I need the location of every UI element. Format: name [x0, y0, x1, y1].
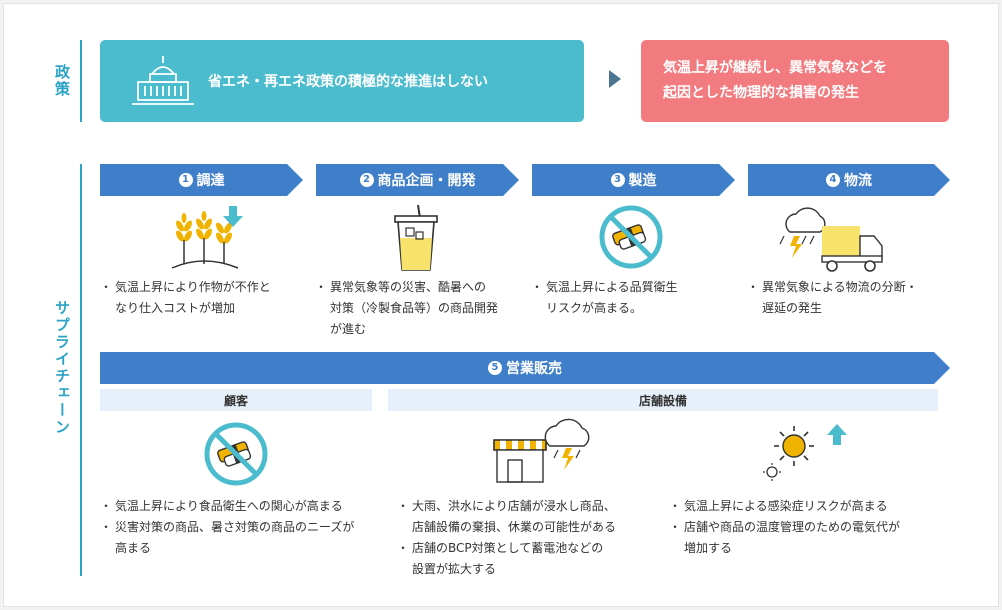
policy-box: 省エネ・再エネ政策の積極的な推進はしない	[100, 40, 584, 122]
sun-icon	[763, 426, 814, 481]
policy-arrow	[609, 70, 621, 88]
list-item: 大雨、洪水により店舗が浸水し商品、店舗設備の棄損、休業の可能性がある	[397, 496, 660, 538]
stage-label: 製造	[628, 173, 657, 189]
policy-section-label: 政策	[53, 64, 71, 98]
list-item: 異常気象による物流の分断・遅延の発生	[747, 277, 950, 319]
store-bullets: 大雨、洪水により店舗が浸水し商品、店舗設備の棄損、休業の可能性がある 店舗のBC…	[397, 496, 660, 580]
storefront-storm-icon	[493, 418, 590, 483]
stage-label: 物流	[844, 173, 872, 189]
juice-drink-icon	[394, 204, 438, 271]
stage-number: 4	[826, 173, 840, 187]
prohibited-food-icon	[599, 205, 663, 269]
store-equipment-header: 店舗設備	[388, 389, 938, 411]
stage-number: 5	[488, 361, 502, 375]
impact-box: 気温上昇が継続し、異常気象などを 起因とした物理的な損害の発生	[641, 40, 949, 122]
logistics-bullets: 異常気象による物流の分断・遅延の発生	[747, 277, 950, 319]
customer-header: 顧客	[100, 389, 372, 411]
policy-divider	[80, 40, 82, 122]
supply-chain-section-label: サプライチェーン	[53, 300, 71, 436]
policy-text: 省エネ・再エネ政策の積極的な推進はしない	[208, 74, 488, 90]
prohibited-food-icon	[204, 422, 268, 486]
supply-chain-divider	[80, 164, 82, 576]
impact-text-line-1: 気温上昇が継続し、異常気象などを	[663, 60, 887, 76]
up-arrow-icon	[827, 424, 847, 445]
list-item: 気温上昇による感染症リスクが高まる	[669, 496, 947, 517]
stage-number: 1	[179, 173, 193, 187]
stage-label: 調達	[196, 173, 225, 189]
storm-truck-icon	[779, 207, 883, 272]
stage-sales: 5 営業販売	[100, 352, 950, 384]
list-item: 気温上昇により食品衛生への関心が高まる	[100, 496, 393, 517]
stage-logistics: 4 物流	[748, 164, 950, 196]
government-building-icon	[132, 56, 194, 105]
impact-text-line-2: 起因とした物理的な損害の発生	[663, 85, 859, 101]
wheat-icon	[171, 211, 239, 269]
down-arrow-icon	[223, 206, 243, 227]
stage-label: 営業販売	[506, 361, 562, 377]
stage-number: 2	[360, 173, 374, 187]
stage-label: 商品企画・開発	[377, 173, 476, 189]
customer-bullets: 気温上昇により食品衛生への関心が高まる 災害対策の商品、暑さ対策の商品のニーズが…	[100, 496, 393, 559]
stage-number: 3	[611, 173, 625, 187]
